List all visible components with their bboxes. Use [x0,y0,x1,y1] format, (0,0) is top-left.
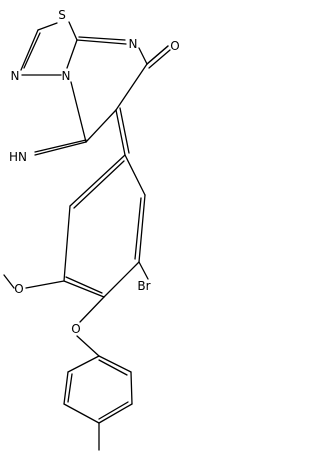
nitrogen-atom-label: N [129,37,138,51]
bridge-nitrogen-label: N [62,69,71,83]
imine-label: HN [9,150,27,164]
structure-canvas: S N N N O HN O Br O [3,7,181,451]
methoxy-oxygen-label: O [14,282,23,296]
bromine-label: Br [137,279,150,293]
molecule-structure: S N N N O HN O Br O [3,7,181,451]
carbonyl-oxygen-label: O [170,39,179,53]
ether-oxygen-label: O [71,322,80,336]
sulfur-atom-label: S [58,8,66,22]
left-nitrogen-label: N [11,69,20,83]
label-backgrounds [8,7,181,336]
